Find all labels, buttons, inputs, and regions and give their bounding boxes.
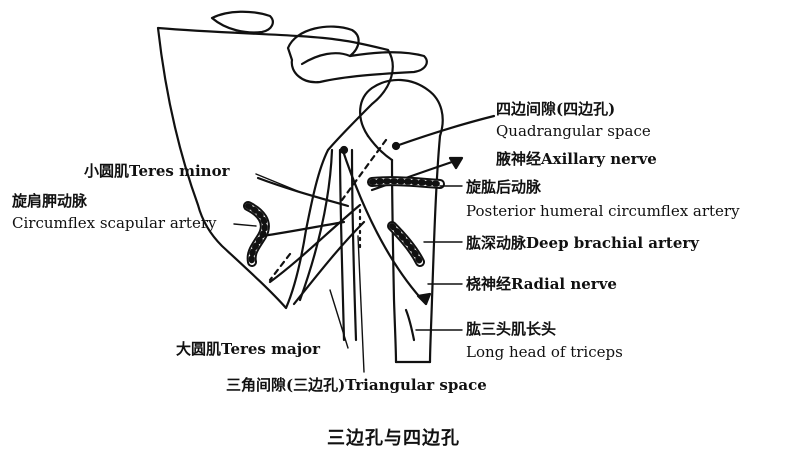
label-quadrangular-cn: 四边间隙(四边孔) [496,100,616,118]
quadrangular-dot-2 [339,145,349,155]
scapula-outline [156,26,394,310]
label-triangular-space: 三角间隙(三边孔)Triangular space [226,376,487,394]
circumflex-scapular-artery [243,201,270,267]
acromion [286,25,428,84]
humerus-neck [366,134,394,162]
leader-triangular [357,235,365,373]
teres-major-muscle [268,203,362,284]
radial-nerve-line [340,146,428,306]
label-triceps-en: Long head of triceps [466,343,623,361]
label-circumflex-scapular-en: Circumflex scapular artery [12,214,217,232]
label-circumflex-scapular-cn: 旋肩胛动脉 [12,192,88,210]
label-triceps-cn: 肱三头肌长头 [466,320,557,338]
quadrangular-dot [391,141,401,151]
axillary-nerve-arrow [448,156,464,170]
teres-minor-muscle [256,176,350,208]
humeral-head [359,78,444,138]
humerus-medial-border [390,158,398,364]
triceps-long-head-right [350,148,358,342]
radial-nerve-curve [404,308,416,342]
label-radial-nerve: 桡神经Radial nerve [466,275,617,293]
triceps-long-head-left [338,148,346,342]
dashed-line-scapular [268,252,292,282]
leader-teres-major [329,289,349,349]
humerus-lateral-border [428,134,442,364]
label-deep-brachial: 肱深动脉Deep brachial artery [466,234,700,252]
circumflex-scapular-branch [260,220,346,238]
axillary-nerve-line [370,158,460,192]
coracoid [210,10,274,34]
label-axillary-nerve: 腋神经Axillary nerve [496,150,657,168]
leader-teres-minor [255,173,301,193]
label-posterior-humeral-en: Posterior humeral circumflex artery [466,202,740,220]
posterior-humeral-artery [367,176,445,189]
quadrangular-pointer [394,114,496,148]
dashed-line-axillary [340,138,388,202]
label-quadrangular-en: Quadrangular space [496,122,651,140]
acromion-inner [300,52,352,66]
leader-circumflex-scapular [233,223,257,227]
teres-major-lower [292,220,366,306]
deep-brachial-artery [387,221,425,267]
figure-caption: 三边孔与四边孔 [327,428,460,449]
radial-nerve-arrow [416,292,432,306]
label-posterior-humeral-cn: 旋肱后动脉 [466,178,542,196]
label-teres-major: 大圆肌Teres major [176,340,321,358]
label-teres-minor: 小圆肌Teres minor [84,162,230,180]
